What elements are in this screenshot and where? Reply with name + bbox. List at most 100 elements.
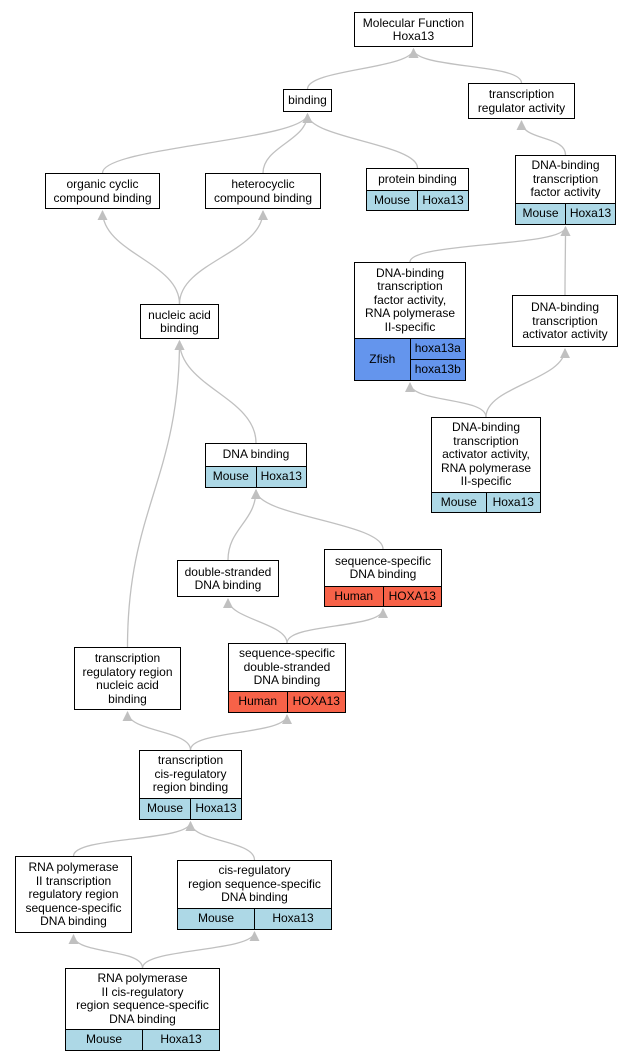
gene-cell[interactable]: Hoxa13 [492, 494, 534, 509]
species-cell: Mouse [140, 799, 191, 819]
annotation-row: Mouse Hoxa13 [432, 492, 540, 512]
annotation-row: Mouse Hoxa13 [140, 798, 241, 819]
edge-dnab-to-nab [174, 340, 257, 444]
go-term-label: transcription regulator activity [477, 87, 566, 115]
go-term-node-tra[interactable]: transcription regulator activity [468, 83, 575, 119]
gene-cell[interactable]: Hoxa13 [195, 801, 237, 816]
edge-tcrrb-to-trrnab [122, 711, 192, 751]
annotation-row: Mouse Hoxa13 [178, 908, 331, 929]
go-term-label: organic cyclic compound binding [53, 177, 152, 205]
go-term-label: cis-regulatory region sequence-specific … [188, 863, 321, 905]
go-term-label: DNA binding [222, 447, 290, 462]
go-term-node-dbtfa-pol2[interactable]: DNA-binding transcription factor activit… [354, 262, 466, 381]
gene-list: HOXA13 [384, 587, 442, 606]
go-term-label: RNA polymerase II transcription regulato… [25, 860, 122, 929]
edge-dbtaa-to-dbtfa [560, 226, 571, 296]
edge-rnap2cr-to-crrssdb [141, 931, 260, 969]
edge-hcb-to-binding [262, 113, 313, 174]
edge-nab-to-ocb [97, 210, 181, 305]
species-cell: Zfish [355, 339, 411, 380]
go-term-label: DNA-binding transcription factor activit… [364, 265, 456, 334]
go-term-node-dsdb[interactable]: double-stranded DNA binding [177, 560, 279, 597]
gene-list: Hoxa13 [418, 191, 468, 210]
go-term-label: Molecular Function Hoxa13 [362, 15, 465, 43]
go-term-node-dbtaa[interactable]: DNA-binding transcription activator acti… [512, 295, 618, 347]
go-term-node-mf[interactable]: Molecular Function Hoxa13 [354, 12, 473, 47]
go-term-label: sequence-specific DNA binding [334, 553, 432, 581]
go-term-node-dbtfa[interactable]: DNA-binding transcription factor activit… [515, 155, 616, 225]
edge-tra-to-mf [408, 48, 523, 84]
gene-cell[interactable]: Hoxa13 [260, 469, 302, 484]
go-term-label: RNA polymerase II cis-regulatory region … [76, 971, 209, 1026]
gene-list: Hoxa13 [143, 1030, 219, 1050]
go-term-label: transcription regulatory region nucleic … [82, 651, 173, 706]
go-term-node-rnap2cr[interactable]: RNA polymerase II cis-regulatory region … [65, 968, 220, 1051]
gene-cell[interactable]: HOXA13 [292, 694, 340, 709]
edge-pb-to-binding [302, 113, 419, 169]
edge-ocb-to-binding [101, 113, 313, 174]
species-cell: Mouse [178, 909, 255, 929]
edge-dbtaa-pol2-to-dbtaa [485, 348, 570, 418]
species-cell: Mouse [516, 204, 566, 224]
species-cell: Human [325, 587, 384, 606]
go-term-label: binding [288, 93, 327, 108]
go-term-node-ocb[interactable]: organic cyclic compound binding [45, 173, 160, 209]
go-term-label: double-stranded DNA binding [184, 564, 272, 592]
edge-dbtfa-to-tra [516, 120, 567, 156]
gene-cell[interactable]: Hoxa13 [272, 911, 314, 926]
edge-binding-to-mf [306, 48, 419, 90]
edge-crrssdb-to-tcrrb [185, 821, 256, 861]
go-term-node-tcrrb[interactable]: transcription cis-regulatory region bind… [139, 750, 242, 820]
go-term-label: DNA-binding transcription activator acti… [522, 300, 608, 342]
go-term-node-dbtaa-pol2[interactable]: DNA-binding transcription activator acti… [431, 417, 541, 513]
species-cell: Human [229, 692, 288, 712]
gene-cell[interactable]: HOXA13 [388, 588, 436, 603]
edge-dbtaa-pol2-to-dbtfa-pol2 [405, 382, 487, 418]
species-cell: Mouse [367, 191, 418, 210]
edge-ssdsdb-to-ssdb [286, 608, 388, 644]
gene-cell[interactable]: hoxa13a [414, 341, 461, 356]
gene-cell[interactable]: Hoxa13 [569, 206, 612, 221]
gene-cell[interactable]: hoxa13b [410, 359, 465, 380]
go-term-node-binding[interactable]: binding [283, 89, 332, 112]
edge-ssdsdb-to-dsdb [223, 598, 288, 644]
go-term-node-trrnab[interactable]: transcription regulatory region nucleic … [74, 647, 181, 710]
gene-list: Hoxa13 [191, 799, 241, 819]
go-term-label: DNA-binding transcription activator acti… [440, 420, 532, 489]
go-term-node-ssdsdb[interactable]: sequence-specific double-stranded DNA bi… [228, 643, 346, 713]
gene-list: Hoxa13 [255, 909, 331, 929]
annotation-row: Human HOXA13 [229, 691, 345, 712]
go-term-label: nucleic acid binding [148, 307, 211, 335]
go-term-node-crrssdb[interactable]: cis-regulatory region sequence-specific … [177, 860, 332, 930]
annotation-row: Human HOXA13 [325, 586, 441, 606]
go-term-node-hcb[interactable]: heterocyclic compound binding [205, 173, 321, 209]
gene-list: Hoxa13 [566, 204, 615, 224]
go-term-label: protein binding [378, 171, 457, 186]
go-term-label: DNA-binding transcription factor activit… [530, 158, 601, 200]
species-cell: Mouse [66, 1030, 143, 1050]
go-term-node-nab[interactable]: nucleic acid binding [140, 304, 219, 339]
edge-trrnab-to-nab [126, 340, 185, 648]
edge-dsdb-to-dnab [227, 489, 261, 561]
edge-rnap2cr-to-rnap2 [68, 934, 144, 969]
edge-rnap2-to-tcrrb [72, 821, 196, 857]
gene-list: Hoxa13 [487, 493, 541, 512]
go-term-label: heterocyclic compound binding [213, 177, 313, 205]
go-term-node-rnap2[interactable]: RNA polymerase II transcription regulato… [15, 856, 132, 933]
species-cell: Mouse [432, 493, 487, 512]
gene-cell[interactable]: Hoxa13 [160, 1032, 202, 1047]
edge-ssdb-to-dnab [251, 489, 384, 550]
annotation-row: Mouse Hoxa13 [367, 190, 468, 210]
gene-cell[interactable]: Hoxa13 [422, 192, 464, 207]
go-term-label: transcription cis-regulatory region bind… [152, 753, 229, 795]
gene-list: hoxa13a hoxa13b [410, 339, 465, 380]
edge-dbtfa-pol2-to-dbtfa [409, 226, 571, 263]
